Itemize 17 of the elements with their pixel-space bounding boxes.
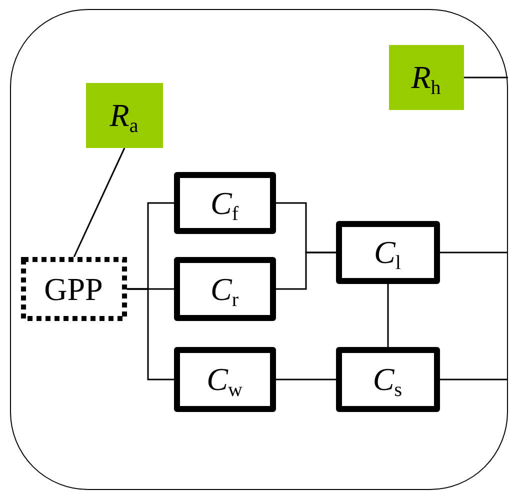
pool-box: C$_{w}$ — [174, 346, 276, 412]
pool-box: C$_{s}$ — [336, 346, 440, 412]
connector-line — [72, 147, 125, 257]
connector-line — [276, 378, 336, 380]
connector-line — [276, 251, 336, 290]
pool-box: C$_{f}$ — [174, 172, 276, 234]
connector-line — [126, 288, 174, 380]
pool-box: C$_{l}$ — [336, 220, 440, 284]
pool-box: C$_{r}$ — [174, 256, 276, 320]
connector-line — [440, 378, 508, 380]
flux-box: R$_{h}$ — [388, 44, 464, 110]
connector-line — [440, 251, 508, 253]
input-box: GPP — [20, 256, 126, 320]
connector-line — [464, 76, 508, 78]
flux-box: R$_{a}$ — [86, 82, 162, 148]
boundary-box — [10, 9, 508, 490]
connector-line — [386, 284, 388, 346]
